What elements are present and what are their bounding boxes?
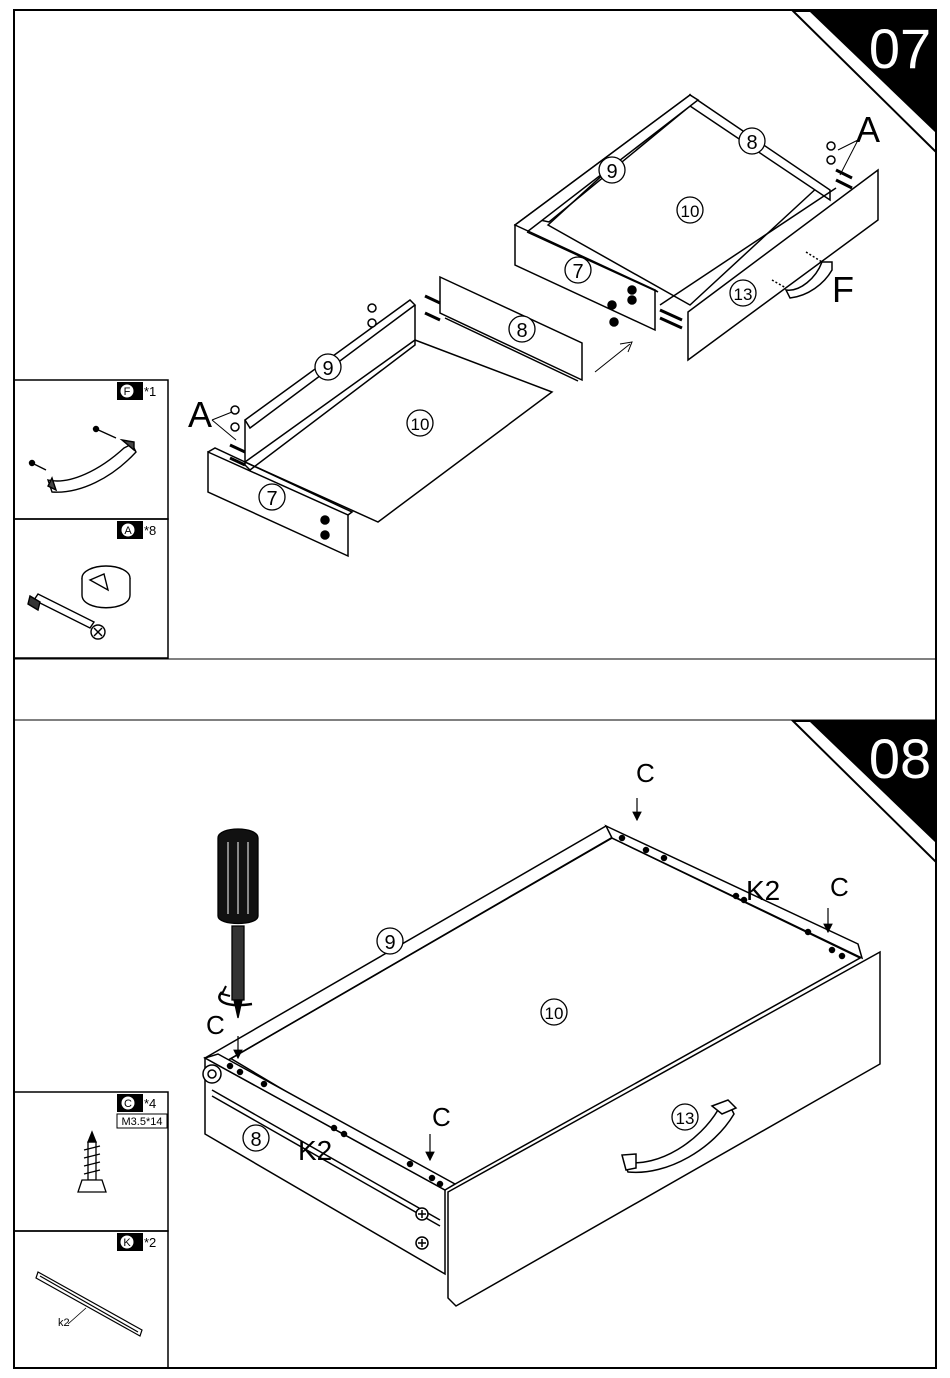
svg-text:8: 8 [746, 132, 757, 154]
callout-part-9: 9 [377, 928, 403, 954]
label-a: A [856, 109, 880, 150]
part-qty: *4 [144, 1096, 156, 1111]
callout-part-10: 10 [677, 197, 703, 223]
callout-part-13: 13 [672, 1104, 698, 1130]
cam-fitting-icon [28, 566, 130, 639]
label-a: A [188, 394, 212, 435]
svg-text:9: 9 [606, 161, 617, 183]
callout-part-7: 7 [259, 484, 285, 510]
callout-part-9: 9 [599, 157, 625, 183]
drawer-slide-icon [36, 1272, 142, 1336]
callout-part-8: 8 [243, 1125, 269, 1151]
part-letter: C [124, 1098, 132, 1110]
svg-text:7: 7 [572, 261, 583, 283]
svg-text:13: 13 [734, 285, 753, 304]
step-08: 08 C *4 M3.5*14 [14, 721, 936, 1368]
parts-panel: C *4 M3.5*14 K *2 [14, 1092, 168, 1368]
part-letter: F [124, 386, 131, 398]
callout-part-7: 7 [565, 257, 591, 283]
callout-part-8: 8 [739, 128, 765, 154]
parts-panel: F *1 A *8 [14, 380, 168, 658]
part-qty: *1 [144, 384, 156, 399]
svg-text:7: 7 [266, 488, 277, 510]
handle-icon [30, 427, 137, 493]
label-f: F [832, 269, 854, 310]
part-qty: *2 [144, 1235, 156, 1250]
svg-text:10: 10 [545, 1004, 564, 1023]
svg-text:8: 8 [250, 1129, 261, 1151]
svg-text:10: 10 [681, 202, 700, 221]
step-badge-08: 08 [793, 721, 936, 862]
part-qty: *8 [144, 523, 156, 538]
step-number: 08 [869, 727, 931, 790]
label-c: C [636, 758, 655, 788]
part-tag-k: K *2 [117, 1233, 156, 1251]
label-k2: K2 [746, 875, 780, 906]
svg-text:8: 8 [516, 320, 527, 342]
svg-text:13: 13 [676, 1109, 695, 1128]
svg-text:9: 9 [322, 358, 333, 380]
callout-part-9: 9 [315, 354, 341, 380]
part-tag-f: F *1 [117, 382, 156, 400]
slide-label: k2 [58, 1317, 70, 1329]
label-c: C [432, 1102, 451, 1132]
svg-text:9: 9 [384, 932, 395, 954]
label-c: C [206, 1010, 225, 1040]
part-tag-a: A *8 [117, 521, 156, 539]
step-07: 07 F *1 [14, 11, 936, 658]
callout-part-13: 13 [730, 280, 756, 306]
label-k2: K2 [298, 1135, 332, 1166]
drawer-assembled-07 [515, 95, 878, 360]
part-letter: A [124, 525, 132, 537]
screwdriver-icon [218, 829, 258, 1018]
svg-text:10: 10 [411, 415, 430, 434]
part-tag-c: C *4 M3.5*14 [117, 1094, 167, 1128]
callout-part-10: 10 [407, 410, 433, 436]
callout-part-10: 10 [541, 999, 567, 1025]
label-c: C [830, 872, 849, 902]
screw-icon [78, 1132, 106, 1192]
part-spec: M3.5*14 [122, 1116, 163, 1128]
step-number: 07 [869, 17, 931, 80]
callout-part-8: 8 [509, 316, 535, 342]
part-letter: K [123, 1237, 131, 1249]
